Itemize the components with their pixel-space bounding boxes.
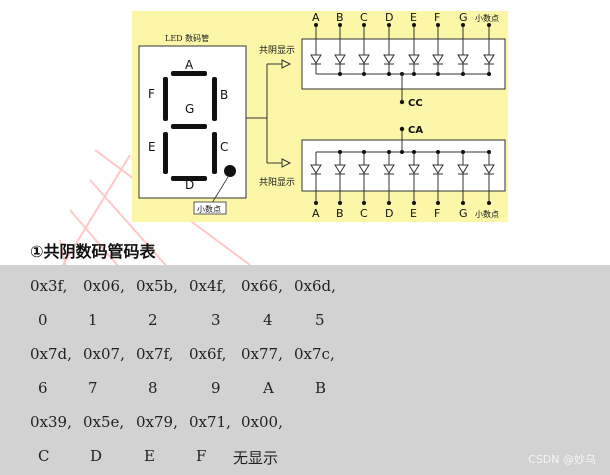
- digit-label: F: [196, 447, 207, 465]
- code-table: 0x3f, 0x06, 0x5b, 0x4f, 0x66, 0x6d, 0 1 …: [0, 265, 610, 475]
- csdn-watermark: CSDN @妙乌: [528, 453, 596, 466]
- svg-text:小数点: 小数点: [197, 204, 221, 214]
- code-cell: 0x7d,: [30, 345, 72, 363]
- svg-text:A: A: [185, 58, 194, 72]
- digit-label: 8: [148, 379, 158, 397]
- svg-text:D: D: [385, 11, 393, 24]
- digit-label: 6: [38, 379, 48, 397]
- digit-label: B: [315, 379, 327, 397]
- svg-text:F: F: [434, 11, 440, 24]
- seven-segment-diagram: LED 数码管 A B C D E F G 小数点: [132, 11, 508, 222]
- digit-label: 0: [38, 311, 48, 329]
- diagram-title: LED 数码管: [165, 33, 209, 43]
- svg-text:F: F: [434, 207, 440, 220]
- code-cell: 0x7f,: [136, 345, 174, 363]
- svg-text:B: B: [220, 88, 228, 102]
- code-cell: 0x5e,: [83, 413, 125, 431]
- svg-text:C: C: [360, 11, 368, 24]
- svg-text:C: C: [360, 207, 368, 220]
- svg-text:C: C: [220, 140, 228, 154]
- digit-label: 4: [263, 311, 273, 329]
- svg-text:D: D: [185, 178, 194, 192]
- code-cell: 0x66,: [241, 277, 283, 295]
- code-cell: 0x6d,: [294, 277, 336, 295]
- code-cell: 0x00,: [241, 413, 283, 431]
- svg-text:B: B: [336, 207, 344, 220]
- svg-text:CA: CA: [408, 125, 423, 136]
- svg-text:共阳显示: 共阳显示: [259, 177, 295, 188]
- svg-text:D: D: [385, 207, 393, 220]
- svg-text:E: E: [410, 207, 417, 220]
- digit-label: E: [144, 447, 155, 465]
- code-cell: 0x39,: [30, 413, 72, 431]
- code-cell: 0x7c,: [294, 345, 335, 363]
- svg-text:F: F: [148, 87, 155, 101]
- svg-text:小数点: 小数点: [475, 13, 499, 23]
- code-cell: 0x07,: [83, 345, 125, 363]
- svg-text:G: G: [459, 11, 468, 24]
- code-cell: 0x71,: [189, 413, 231, 431]
- digit-label: 7: [88, 379, 98, 397]
- digit-label: 无显示: [233, 449, 279, 467]
- digit-label: A: [263, 379, 274, 397]
- digit-label: 9: [211, 379, 221, 397]
- section-heading: ①共阴数码管码表: [30, 242, 156, 261]
- svg-text:G: G: [185, 102, 194, 116]
- svg-text:G: G: [459, 207, 468, 220]
- digit-label: 1: [88, 311, 98, 329]
- digit-label: 5: [315, 311, 325, 329]
- svg-text:E: E: [410, 11, 417, 24]
- digit-label: C: [38, 447, 50, 465]
- svg-text:A: A: [312, 11, 320, 24]
- svg-text:A: A: [312, 207, 320, 220]
- code-cell: 0x4f,: [189, 277, 227, 295]
- code-cell: 0x77,: [241, 345, 283, 363]
- svg-text:小数点: 小数点: [475, 209, 499, 219]
- svg-text:共阴显示: 共阴显示: [259, 45, 295, 56]
- digit-label: 3: [211, 311, 221, 329]
- code-cell: 0x6f,: [189, 345, 227, 363]
- svg-text:B: B: [336, 11, 344, 24]
- code-cell: 0x06,: [83, 277, 125, 295]
- code-cell: 0x79,: [136, 413, 178, 431]
- svg-text:CC: CC: [408, 98, 423, 109]
- code-cell: 0x5b,: [136, 277, 178, 295]
- digit-label: D: [90, 447, 103, 465]
- digit-label: 2: [148, 311, 158, 329]
- seven-segment-schematic: LED 数码管 A B C D E F G 小数点: [138, 11, 506, 220]
- code-cell: 0x3f,: [30, 277, 68, 295]
- svg-text:E: E: [148, 140, 156, 154]
